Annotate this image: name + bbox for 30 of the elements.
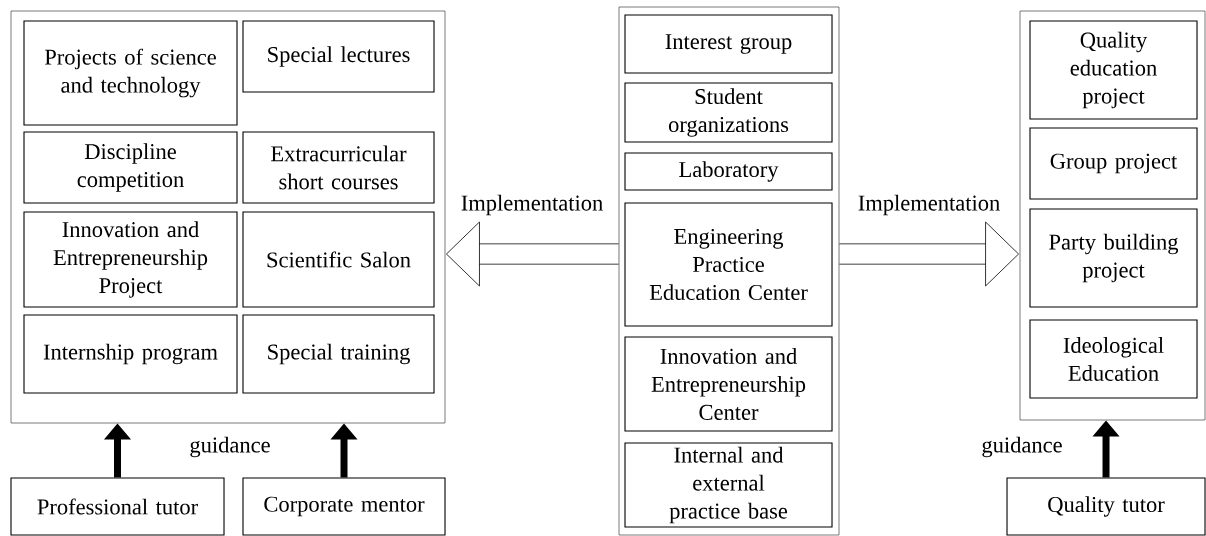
text-box: Party building project bbox=[1029, 208, 1198, 308]
text-box: Discipline competition bbox=[23, 131, 238, 204]
text-box: Special lectures bbox=[242, 20, 435, 93]
text-box: Projects of science and technology bbox=[23, 20, 238, 126]
text-box: Quality tutor bbox=[1006, 477, 1206, 536]
text-box: Student organizations bbox=[624, 82, 833, 143]
text-box: Engineering Practice Education Center bbox=[624, 202, 833, 327]
group-frame bbox=[1019, 10, 1206, 421]
text-box: Quality education project bbox=[1029, 20, 1198, 120]
edge-label: guidance bbox=[980, 435, 1064, 459]
text-box: Group project bbox=[1029, 127, 1198, 200]
group-frame bbox=[618, 6, 840, 536]
text-box: Scientific Salon bbox=[242, 211, 435, 308]
group-frame bbox=[10, 10, 446, 424]
edge-label: guidance bbox=[188, 435, 272, 459]
text-box: Special training bbox=[242, 314, 435, 394]
text-box: Interest group bbox=[624, 14, 833, 74]
text-box: Internship program bbox=[23, 314, 238, 394]
text-box: Professional tutor bbox=[10, 477, 225, 536]
block-arrow bbox=[446, 221, 619, 287]
block-arrow bbox=[839, 221, 1019, 287]
text-box: Extracurricular short courses bbox=[242, 131, 435, 204]
text-box: Internal and external practice base bbox=[624, 442, 833, 528]
edge-label: Implementation bbox=[459, 193, 605, 217]
text-box: Laboratory bbox=[624, 152, 833, 191]
text-box: Innovation and Entrepreneurship Center bbox=[624, 336, 833, 432]
edge-label: Implementation bbox=[856, 193, 1002, 217]
text-box: Innovation and Entrepreneurship Project bbox=[23, 211, 238, 308]
text-box: Corporate mentor bbox=[242, 477, 446, 536]
text-box: Ideological Education bbox=[1029, 319, 1198, 399]
